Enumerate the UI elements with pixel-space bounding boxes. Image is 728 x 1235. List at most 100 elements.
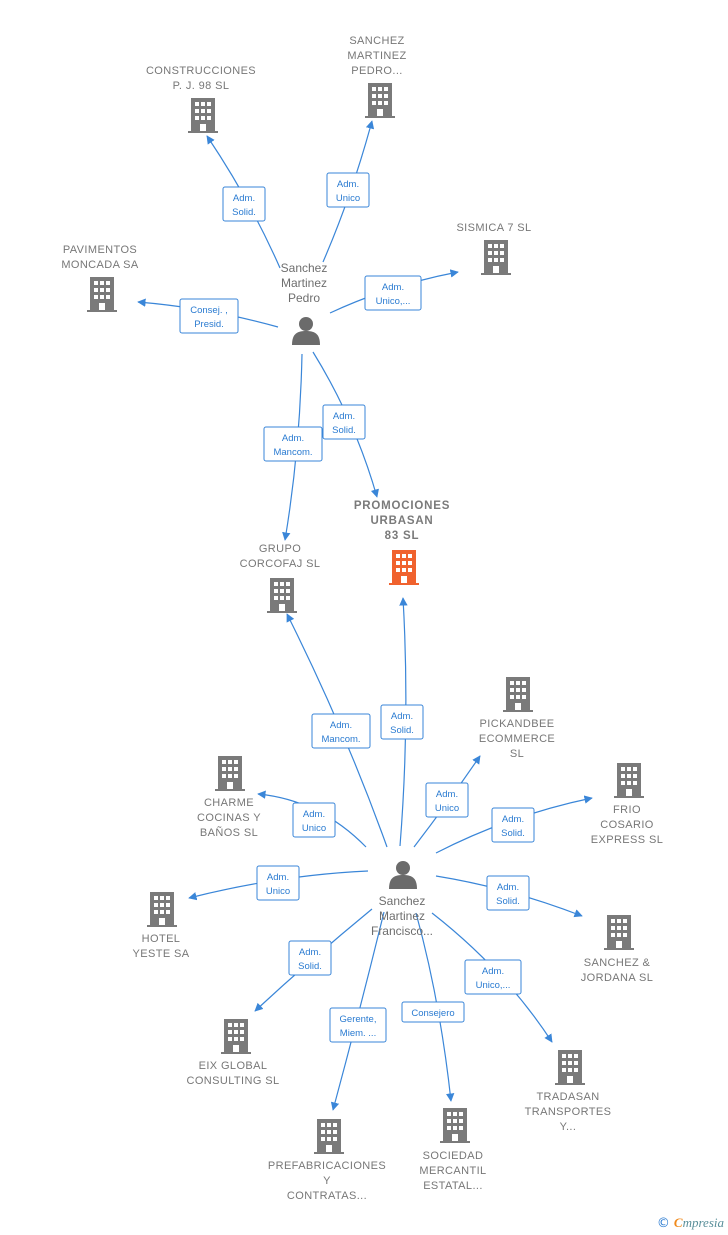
edge-label-line: Unico <box>266 886 290 897</box>
company-label: 83 SL <box>385 530 420 542</box>
company-node-prefabricaciones[interactable]: PREFABRICACIONES Y CONTRATAS... <box>268 1119 386 1202</box>
building-icon <box>614 763 644 798</box>
edge-label-box[interactable]: Adm. Solid. <box>380 704 424 740</box>
company-node-eix-global[interactable]: EIX GLOBAL CONSULTING SL <box>186 1019 279 1087</box>
company-label: URBASAN <box>370 515 433 527</box>
edge-label-box[interactable]: Consejero <box>401 1001 465 1023</box>
building-icon <box>440 1108 470 1143</box>
company-label: ESTATAL... <box>423 1180 483 1192</box>
person-label: Sanchez <box>281 261 328 275</box>
company-label: HOTEL <box>142 933 181 945</box>
building-icon <box>604 915 634 950</box>
company-label: ECOMMERCE <box>479 733 555 745</box>
brand-logo[interactable]: ©Cmpresia <box>657 1215 724 1231</box>
company-node-charme[interactable]: CHARME COCINAS Y BAÑOS SL <box>197 756 261 839</box>
company-label: P. J. 98 SL <box>173 80 230 92</box>
edge-label-line: Presid. <box>194 319 224 330</box>
company-label: SANCHEZ <box>349 35 404 47</box>
company-node-promociones-urbasan[interactable]: PROMOCIONES URBASAN 83 SL <box>354 500 450 585</box>
edge-label-box[interactable]: Adm. Unico <box>256 865 300 901</box>
edge-label-box[interactable]: Adm. Solid. <box>322 404 366 440</box>
edge-label-box[interactable]: Adm. Mancom. <box>311 713 371 749</box>
company-label: Y <box>323 1175 331 1187</box>
edge-label-line: Solid. <box>298 961 322 972</box>
edge-label-box[interactable]: Adm. Solid. <box>222 186 266 222</box>
edge-label-line: Adm. <box>497 882 519 893</box>
company-label: JORDANA SL <box>581 972 653 984</box>
company-label: CONSULTING SL <box>186 1075 279 1087</box>
company-node-sanchez-jordana[interactable]: SANCHEZ & JORDANA SL <box>581 915 653 984</box>
building-icon <box>555 1050 585 1085</box>
company-node-pickandbee[interactable]: PICKANDBEE ECOMMERCE SL <box>479 677 555 760</box>
edge-label-box[interactable]: Adm. Mancom. <box>263 426 323 462</box>
person-node-pedro[interactable]: Sanchez Martinez Pedro <box>281 261 328 345</box>
building-icon <box>481 240 511 275</box>
person-node-francisco[interactable]: Sanchez Martinez Francisco... <box>371 861 433 938</box>
company-label: COCINAS Y <box>197 812 261 824</box>
building-icon <box>503 677 533 712</box>
building-icon <box>87 277 117 312</box>
building-icon <box>147 892 177 927</box>
person-label: Francisco... <box>371 924 433 938</box>
edge-label-line: Mancom. <box>321 734 360 745</box>
edge-label-line: Adm. <box>233 193 255 204</box>
company-node-frio-cosario[interactable]: FRIO COSARIO EXPRESS SL <box>591 763 663 846</box>
edge-labels: Adm. Solid. Adm. Unico Consej. , Presid.… <box>179 172 535 1043</box>
company-label: GRUPO <box>259 543 301 555</box>
edge-label-line: Adm. <box>382 282 404 293</box>
edge-label-box[interactable]: Adm. Unico,... <box>464 959 522 995</box>
company-label: CORCOFAJ SL <box>240 558 321 570</box>
copyright-icon: © <box>656 1216 670 1231</box>
edge-label-line: Adm. <box>502 814 524 825</box>
company-label: PROMOCIONES <box>354 500 450 512</box>
building-icon <box>389 550 419 585</box>
edge-label-line: Adm. <box>482 966 504 977</box>
edge-label-box[interactable]: Adm. Unico <box>326 172 370 208</box>
company-node-hotel-yeste[interactable]: HOTEL YESTE SA <box>133 892 190 960</box>
edge-label-box[interactable]: Adm. Solid. <box>288 940 332 976</box>
company-label: BAÑOS SL <box>200 826 258 839</box>
edge-label-line: Unico <box>435 803 459 814</box>
company-node-tradasan[interactable]: TRADASAN TRANSPORTES Y... <box>525 1050 612 1133</box>
edge-label-box[interactable]: Adm. Unico <box>292 802 336 838</box>
edge-label-box[interactable]: Adm. Unico,... <box>364 275 422 311</box>
edge-label-box[interactable]: Consej. , Presid. <box>179 298 239 334</box>
person-label: Sanchez <box>379 894 426 908</box>
company-label: CONSTRUCCIONES <box>146 65 256 77</box>
company-node-sociedad-mercantil[interactable]: SOCIEDAD MERCANTIL ESTATAL... <box>419 1108 486 1192</box>
edge-label-line: Solid. <box>332 425 356 436</box>
edge-label-box[interactable]: Gerente, Miem. ... <box>329 1007 387 1043</box>
company-nodes: CONSTRUCCIONES P. J. 98 SL SANCHEZ MARTI… <box>61 35 663 1202</box>
edge-label-line: Unico <box>336 193 360 204</box>
company-node-grupo-corcofaj[interactable]: GRUPO CORCOFAJ SL <box>240 543 321 613</box>
brand-initial: C <box>673 1215 683 1230</box>
edge-label-box[interactable]: Adm. Solid. <box>491 807 535 843</box>
building-icon <box>267 578 297 613</box>
company-label: CHARME <box>204 797 254 809</box>
company-label: PEDRO... <box>351 65 403 77</box>
company-label: Y... <box>560 1121 577 1133</box>
person-label: Martinez <box>379 909 425 923</box>
company-label: EIX GLOBAL <box>199 1060 268 1072</box>
edge-label-line: Adm. <box>303 809 325 820</box>
company-node-sanchez-martinez-pedro[interactable]: SANCHEZ MARTINEZ PEDRO... <box>347 35 406 118</box>
edge-label-box[interactable]: Adm. Unico <box>425 782 469 818</box>
company-label: SANCHEZ & <box>584 957 651 969</box>
company-node-sismica[interactable]: SISMICA 7 SL <box>456 222 531 275</box>
edge-label-line: Unico,... <box>376 296 411 307</box>
company-label: MONCADA SA <box>61 259 139 271</box>
company-label: FRIO <box>613 804 641 816</box>
edge-label-line: Consej. , <box>190 305 228 316</box>
company-node-construcciones[interactable]: CONSTRUCCIONES P. J. 98 SL <box>146 65 256 133</box>
building-icon <box>221 1019 251 1054</box>
company-label: MERCANTIL <box>419 1165 486 1177</box>
edge-label-box[interactable]: Adm. Solid. <box>486 875 530 911</box>
company-label: TRADASAN <box>536 1091 599 1103</box>
edge-label-line: Adm. <box>333 411 355 422</box>
building-icon <box>314 1119 344 1154</box>
edges <box>137 120 593 1111</box>
company-label: TRANSPORTES <box>525 1106 612 1118</box>
company-node-pavimentos[interactable]: PAVIMENTOS MONCADA SA <box>61 244 139 312</box>
person-icon <box>292 317 320 345</box>
